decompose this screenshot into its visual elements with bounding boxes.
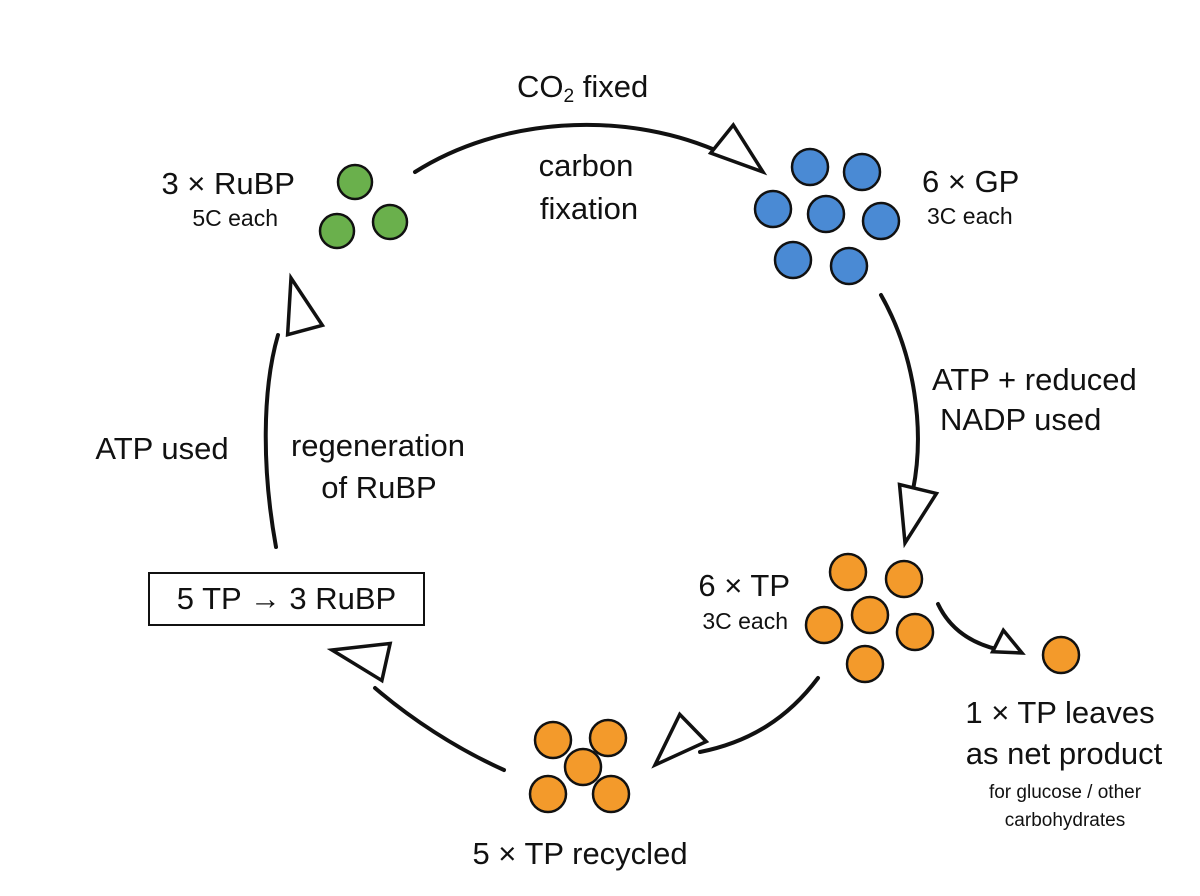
gp-molecule	[753, 189, 793, 229]
gp-count-label: 6 × GP	[922, 164, 1020, 199]
co2-fixed-label: CO2 fixed	[517, 69, 649, 107]
net-product-arrow	[936, 602, 1002, 652]
reduction-arrow	[879, 293, 920, 492]
reduction-arrowhead	[897, 482, 940, 549]
gp-each-label: 3C each	[927, 203, 1013, 229]
regeneration-arrowhead	[285, 272, 326, 338]
arrows	[263, 121, 1026, 772]
tp-molecule	[850, 595, 890, 635]
net-product-label: as net product	[965, 736, 1163, 771]
recycled-tp-molecule	[591, 774, 631, 814]
tp-each-label: 3C each	[702, 608, 788, 634]
tp-count-label: 6 × TP	[698, 568, 790, 603]
recycle-arrowhead	[651, 711, 710, 769]
rubp-molecule	[336, 163, 374, 201]
tp-molecule	[884, 559, 924, 599]
tp-molecule	[845, 644, 885, 684]
glucose-label: for glucose / other	[988, 782, 1142, 803]
tp-molecule	[828, 552, 868, 592]
carbon-label: carbon	[538, 148, 634, 183]
rubp-molecule	[371, 203, 409, 241]
nadp-used-label: NADP used	[940, 402, 1102, 437]
net-product-arrowhead	[989, 627, 1026, 655]
gp-molecule	[790, 147, 830, 187]
tp-to-rubp-box: 5 TP → 3 RuBP	[148, 572, 425, 626]
recycled-tp-molecule	[528, 774, 568, 814]
rubp-molecule	[318, 212, 356, 250]
tp-leaves-label: 1 × TP leaves	[965, 695, 1155, 730]
gp-molecule	[861, 201, 901, 241]
rubp-each-label: 5C each	[192, 205, 278, 231]
recycled-tp-molecule	[533, 720, 573, 760]
tp-molecule	[895, 612, 935, 652]
fixation-label: fixation	[539, 191, 639, 226]
gp-molecule	[842, 152, 882, 192]
recycled-tp-molecule	[563, 747, 603, 787]
rubp-count-label: 3 × RuBP	[161, 166, 295, 201]
gp-molecule	[773, 240, 813, 280]
of-rubp-label: of RuBP	[321, 470, 437, 505]
carbon-fixation-arrowhead	[707, 121, 768, 176]
to-box-arrowhead	[326, 641, 393, 684]
molecules	[318, 147, 1081, 814]
tp-recycled-label: 5 × TP recycled	[472, 836, 688, 871]
recycled-tp-molecule	[588, 718, 628, 758]
recycle-arrow	[698, 676, 820, 754]
tp-molecule	[804, 605, 844, 645]
carbohydrates-label: carbohydrates	[1004, 810, 1126, 831]
to-box-arrow	[373, 686, 506, 772]
carbon-fixation-arrow	[413, 122, 717, 174]
atp-used-label: ATP used	[95, 431, 229, 466]
atp-reduced-label: ATP + reduced	[932, 362, 1137, 397]
regeneration-arrow	[263, 333, 280, 549]
regeneration-label: regeneration	[290, 428, 466, 463]
gp-molecule	[806, 194, 846, 234]
gp-molecule	[829, 246, 869, 286]
net-product-tp-molecule	[1041, 635, 1081, 675]
